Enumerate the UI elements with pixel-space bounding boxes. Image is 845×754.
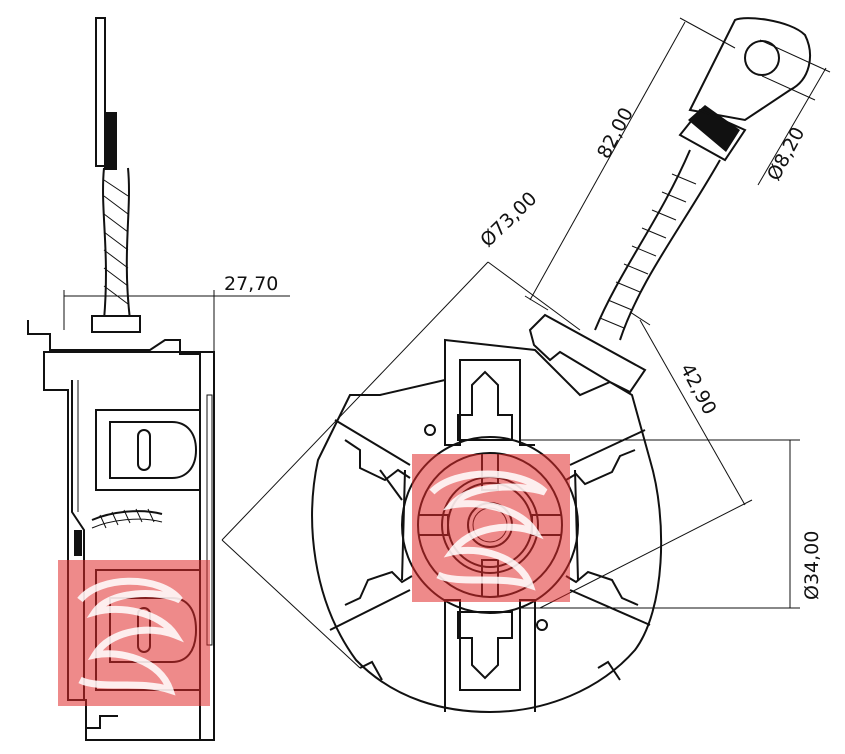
dim-text-82-00: 82,00 (593, 104, 638, 162)
side-braided-lead (102, 167, 131, 321)
front-arm-lower-left (329, 570, 413, 631)
front-bottom-tabs (359, 660, 621, 681)
dim-text-27-70: 27,70 (224, 273, 278, 295)
front-arm-upper-left (334, 419, 411, 501)
dimension-width: 27,70 (63, 273, 290, 352)
side-terminal-tab (95, 17, 106, 167)
side-dark-strip (74, 530, 82, 556)
side-bottom-clip (85, 700, 118, 729)
dim-text-73-00: Ø73,00 (476, 188, 541, 252)
dim-text-34-00: Ø34,00 (801, 531, 823, 600)
front-arm-upper-right (565, 429, 646, 486)
side-collar (91, 315, 141, 333)
side-inner-braid (91, 510, 163, 521)
dimension-34: Ø34,00 (520, 439, 823, 609)
front-channel-bottom (444, 599, 536, 712)
side-terminal-crimp (104, 112, 117, 170)
front-braided-lead (594, 149, 721, 341)
front-lead-clamp (528, 313, 647, 394)
watermark-logo-center (412, 454, 570, 602)
side-holder-top (27, 320, 200, 355)
side-body-right-wall (200, 351, 215, 741)
rivet-upper-left (424, 424, 436, 436)
dim-text-8-20: Ø8,20 (763, 123, 809, 184)
front-channel-top (444, 340, 535, 446)
rivet-lower-right (536, 619, 548, 631)
side-brush-slot-upper (95, 409, 201, 491)
watermark-logo-left (58, 560, 210, 706)
front-housing-outline (311, 338, 663, 714)
dim-text-42-90: 42,90 (676, 360, 721, 418)
terminal-ring-lug (678, 17, 811, 162)
